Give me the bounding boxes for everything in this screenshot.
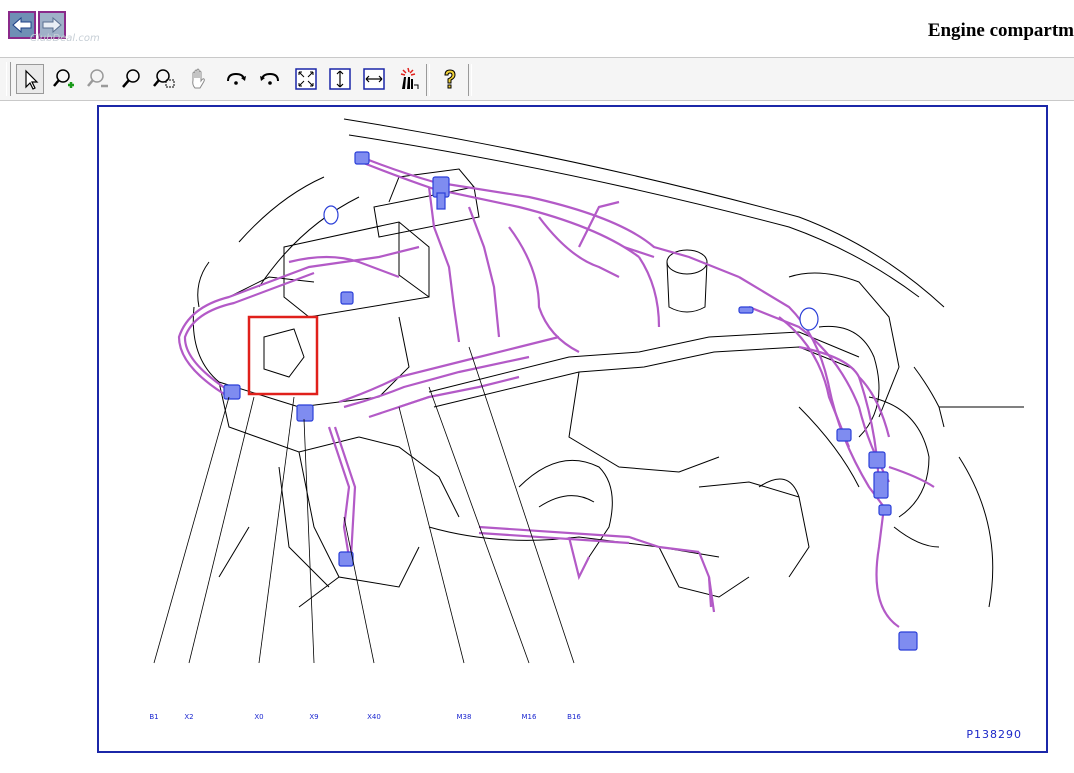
component-ref-m16[interactable]: M16 xyxy=(522,713,537,721)
toolbar-separator xyxy=(426,64,430,96)
toolbar-grip[interactable] xyxy=(6,62,11,96)
back-button[interactable] xyxy=(8,11,36,39)
component-ref-m38[interactable]: M38 xyxy=(457,713,472,721)
fit-page-button[interactable] xyxy=(292,64,320,94)
zoom-out-icon xyxy=(87,69,108,88)
zoom-window-button[interactable] xyxy=(150,64,178,94)
component-ref-x0[interactable]: X0 xyxy=(254,713,263,721)
diagram-viewport[interactable]: B1 X2 X0 X9 X40 M38 M16 B16 P138290 xyxy=(0,101,1074,773)
fit-height-icon xyxy=(329,68,351,90)
zoom-in-icon xyxy=(53,69,74,88)
wiring-diagram[interactable]: B1 X2 X0 X9 X40 M38 M16 B16 xyxy=(99,107,1046,751)
rotate-counterclockwise-icon xyxy=(260,72,279,85)
zoom-window-icon xyxy=(153,69,175,88)
highlight-icon xyxy=(400,67,419,89)
zoom-in-button[interactable] xyxy=(50,64,78,94)
title-bar: ClubDeal.com Engine compartm xyxy=(0,0,1074,56)
back-arrow-icon xyxy=(12,16,32,34)
rotate-counterclockwise-button[interactable] xyxy=(256,64,284,94)
highlight-button[interactable] xyxy=(394,64,422,94)
pan-button[interactable] xyxy=(184,64,212,94)
zoom-button[interactable] xyxy=(118,64,146,94)
help-icon xyxy=(444,69,456,89)
page-title: Engine compartm xyxy=(927,20,1074,41)
fit-width-button[interactable] xyxy=(360,64,388,94)
fit-height-button[interactable] xyxy=(326,64,354,94)
rotate-clockwise-button[interactable] xyxy=(222,64,250,94)
component-ref-b16[interactable]: B16 xyxy=(567,713,581,721)
help-button[interactable] xyxy=(436,64,464,94)
forward-button[interactable] xyxy=(38,11,66,39)
callout-leader-lines xyxy=(153,346,575,664)
watermark: ClubDeal.com xyxy=(30,33,100,44)
connectors xyxy=(223,151,918,651)
toolbar-separator xyxy=(468,64,472,96)
diagram-frame: B1 X2 X0 X9 X40 M38 M16 B16 P138290 xyxy=(97,105,1048,753)
component-ref-x2[interactable]: X2 xyxy=(184,713,193,721)
toolbar xyxy=(0,57,1074,101)
select-tool-button[interactable] xyxy=(16,64,44,94)
pan-hand-icon xyxy=(192,68,205,89)
component-ref-x9[interactable]: X9 xyxy=(309,713,318,721)
rotate-clockwise-icon xyxy=(227,72,246,85)
forward-arrow-icon xyxy=(42,16,62,34)
zoom-icon xyxy=(122,69,140,88)
select-pointer-icon xyxy=(25,69,39,90)
component-references: B1 X2 X0 X9 X40 M38 M16 B16 xyxy=(149,713,581,721)
image-id: P138290 xyxy=(966,728,1022,741)
highlighted-component[interactable] xyxy=(247,315,319,396)
component-ref-x40[interactable]: X40 xyxy=(367,713,381,721)
fit-page-icon xyxy=(295,68,317,90)
component-ref-b1[interactable]: B1 xyxy=(149,713,158,721)
fit-width-icon xyxy=(363,68,385,90)
zoom-out-button[interactable] xyxy=(84,64,112,94)
wiring-harness xyxy=(177,155,935,628)
